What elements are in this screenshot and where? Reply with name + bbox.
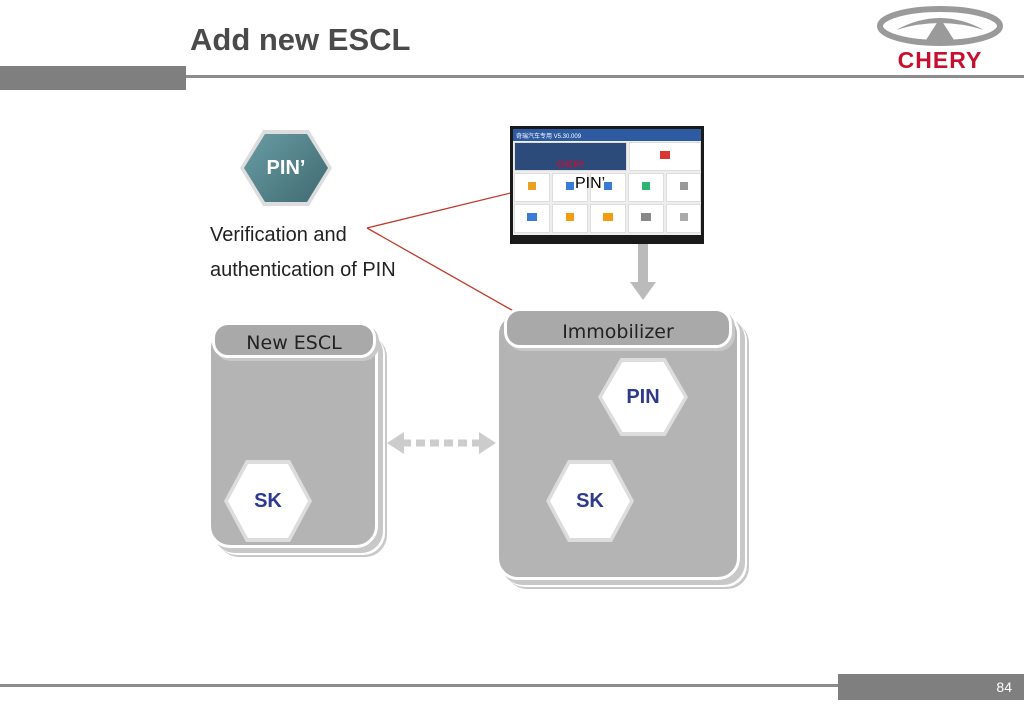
diagnostic-tablet-screenshot: 奇瑞汽车专用 V5.30.009 CHERY PIN’ [510,126,704,244]
chery-logo: CHERY [876,6,1004,73]
tablet-pin-prime-label: PIN’ [575,175,606,192]
header-divider [186,75,1024,78]
tablet-chery-banner: CHERY [514,142,627,171]
immobilizer-sk-hexagon: SK [546,460,634,542]
tablet-header: 奇瑞汽车专用 V5.30.009 [513,129,701,141]
slide-title: Add new ESCL [190,22,411,57]
pin-prime-hexagon: PIN’ [240,130,332,206]
tablet-nav-bar [513,235,701,241]
svg-text:CHERY: CHERY [898,47,983,72]
page-number: 84 [838,674,1024,700]
caption-line-2: authentication of PIN [210,259,396,281]
immobilizer-pin-hexagon: PIN [598,358,688,436]
bidirectional-dotted-arrow [387,432,496,454]
tablet-tile [629,142,701,171]
new-escl-title: New ESCL [212,322,376,358]
immobilizer-title: Immobilizer [504,308,732,348]
header-bar [0,66,186,90]
immobilizer-box [496,312,740,580]
caption-line-1: Verification and [210,224,347,246]
footer-divider [0,684,838,687]
